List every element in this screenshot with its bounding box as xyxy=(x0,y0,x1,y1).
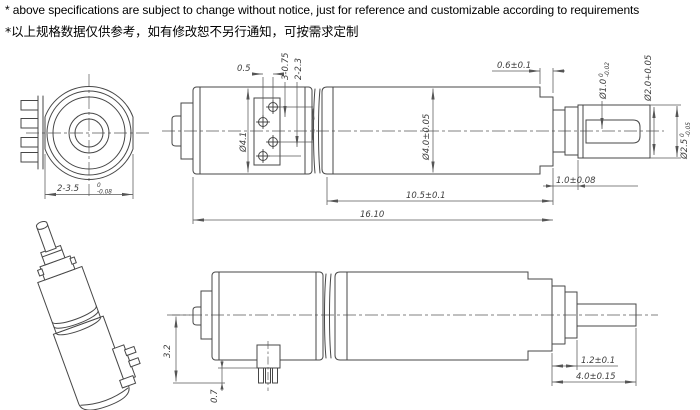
dim-end-step: 0.6±0.1 xyxy=(492,61,565,93)
dim-shaft-flat: Ø1.0 0 -0.02 xyxy=(598,62,611,129)
dim-text-shaft-flat: Ø1.0 xyxy=(598,79,609,100)
dim-text-end-step: 0.6±0.1 xyxy=(497,61,531,71)
dim-text-shaft-len: 4.0±0.15 xyxy=(576,372,616,382)
dim-text-boss-len: 1.0±0.08 xyxy=(556,176,596,186)
front-view: 2-3.5 0 -0.08 xyxy=(20,74,152,199)
disclaimer-text-en: * above specifications are subject to ch… xyxy=(5,3,640,17)
dim-text-pin-offset: 0.5 xyxy=(237,64,251,74)
dim-text-gearbox-dia: Ø4.0±0.05 xyxy=(421,114,432,161)
dim-gearbox-len: 10.5±0.1 xyxy=(326,168,554,205)
dim-shaft-len: 4.0±0.15 xyxy=(552,328,637,386)
connector-block-bottom xyxy=(256,341,281,391)
dim-tol-lower: -0.08 xyxy=(97,190,112,196)
dim-text-boss-dia: Ø2.5 xyxy=(679,139,690,160)
dim-pin-protrusion: 0.7 xyxy=(210,360,257,403)
dim-tol-lower: -0.02 xyxy=(605,62,611,77)
dim-boss-dia: Ø2.5 0 -0.05 xyxy=(675,106,692,160)
dim-tol-upper: 0 xyxy=(599,73,605,77)
bottom-side-view: 3.2 0.7 1.2±0.1 4.0±0.15 xyxy=(163,271,658,403)
dim-motor-dia: Ø4.1 xyxy=(238,88,250,173)
connector-plate-side xyxy=(253,97,281,166)
dim-text-total-len: 16.10 xyxy=(360,210,384,220)
dim-text-pin-a: 3-0.75 xyxy=(281,53,291,80)
dim-text-pin-protrusion: 0.7 xyxy=(210,389,220,403)
dim-tol-lower: -0.05 xyxy=(686,122,692,137)
dim-text-pin-b: 2-2.3 xyxy=(294,58,304,80)
dim-total-len: 16.10 xyxy=(192,177,553,224)
dim-pin-center-offset: 3.2 xyxy=(163,314,225,384)
dim-text-pin-center-offset: 3.2 xyxy=(163,344,173,358)
dim-pin-specs: 3-0.75 2-2.3 xyxy=(268,53,315,157)
isometric-view xyxy=(36,220,141,410)
dim-text-motor-dia: Ø4.1 xyxy=(238,132,249,153)
dim-text-shaft-dia: Ø2.0+0.05 xyxy=(643,55,654,102)
dim-gearbox-dia: Ø4.0±0.05 xyxy=(421,88,435,173)
top-side-view: 0.5 3-0.75 2-2.3 Ø4.1 Ø4.0±0.05 0.6±0.1 xyxy=(162,53,692,224)
dim-front-width: 2-3.5 0 -0.08 xyxy=(44,154,134,199)
dim-tol-upper: 0 xyxy=(97,183,101,189)
dim-shaft-dia: Ø2.0+0.05 xyxy=(643,55,681,159)
dim-boss-len: 1.0±0.08 xyxy=(543,160,638,190)
dim-pin-offset: 0.5 xyxy=(237,64,284,116)
dim-text-gearbox-len: 10.5±0.1 xyxy=(406,191,446,201)
dim-text-shaft-step: 1.2±0.1 xyxy=(581,356,615,366)
disclaimer-text-zh: *以上规格数据仅供参考，如有修改恕不另行通知，可按需求定制 xyxy=(5,24,359,39)
dim-text-front-width: 2-3.5 xyxy=(57,184,79,194)
connector-pins-front xyxy=(20,95,44,170)
dim-tol-upper: 0 xyxy=(680,133,686,137)
